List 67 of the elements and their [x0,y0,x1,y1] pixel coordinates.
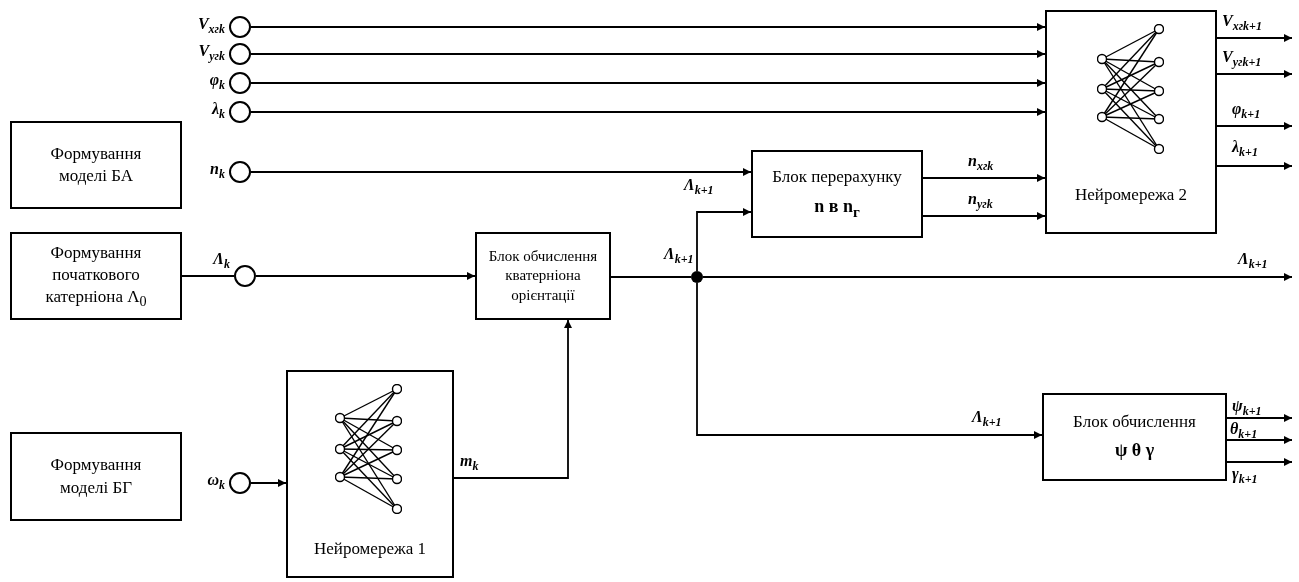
arrow [250,108,1046,116]
input-circle [229,472,251,494]
input-circle [229,101,251,123]
edge-label: n$_{xгk}$ [968,152,994,174]
signal-label: V$_{xгk}$ [196,15,225,37]
arrow [1226,436,1293,444]
box-label: Формування моделі БГ [49,454,143,499]
signal-label: ω$_{k}$ [206,471,225,493]
edge-label: θ$_{k+1}$ [1230,420,1258,442]
input-circle [229,72,251,94]
edge-label: V$_{yгk+1}$ [1222,48,1262,70]
arrow [250,168,752,176]
arrow [453,319,572,479]
arrow [250,23,1046,31]
arrow [1226,458,1293,466]
arrow [922,174,1046,182]
arrow [1216,70,1293,78]
formula-label: n в n$_{г}$ [814,194,860,222]
process-box [1042,393,1227,481]
arrow [1226,414,1293,422]
signal-label: Λ$_{k}$ [211,250,230,272]
arrow [250,479,287,487]
box-label: Нейромережа 2 [1075,183,1187,206]
arrow [250,50,1046,58]
edge-label: Λ$_{k+1}$ [664,245,694,267]
edge-label: Λ$_{k+1}$ [1238,250,1268,272]
signal-label: λ$_{k}$ [210,100,225,122]
edge-label: ψ$_{k+1}$ [1232,397,1262,419]
edge-label: Λ$_{k+1}$ [684,176,714,198]
edge-label: V$_{xгk+1}$ [1222,12,1262,34]
arrow [250,79,1046,87]
arrow [922,212,1046,220]
box-label: Нейромережа 1 [314,537,426,560]
process-box [286,370,454,578]
arrow [1216,122,1293,130]
junction-dot [691,271,703,283]
input-circle [229,43,251,65]
input-circle [229,16,251,38]
edge-label: λ$_{k+1}$ [1232,138,1258,160]
process-box [10,121,182,209]
process-box [10,232,182,320]
arrow [255,272,476,280]
box-label: Блок обчислення кватерніона орієнтації [487,246,599,305]
edge-label: γ$_{k+1}$ [1232,465,1258,487]
box-label: Формування початкового катерніона Λ$_{0}$ [44,241,148,311]
box-label: Блок обчислення [1073,411,1196,434]
arrow [1216,34,1293,42]
formula-label: ψ θ γ [1114,439,1155,463]
process-box [751,150,923,238]
signal-label: V$_{yгk}$ [197,42,225,64]
box-label: Формування моделі БА [49,142,143,187]
edge-label: m$_{k}$ [460,452,479,474]
edge-label: φ$_{k+1}$ [1232,100,1261,122]
arrow [696,282,1043,439]
process-box [475,232,611,320]
edge-label: n$_{yгk}$ [968,190,993,212]
signal-label: n$_{k}$ [209,160,225,182]
input-circle [229,161,251,183]
arrow [702,273,1293,281]
input-circle [234,265,256,287]
process-box [1045,10,1217,234]
process-box [10,432,182,521]
signal-label: φ$_{k}$ [208,71,225,93]
box-label: Блок перерахунку [772,166,902,189]
edge-label: Λ$_{k+1}$ [972,408,1002,430]
arrow [696,208,752,272]
arrow [1216,162,1293,170]
